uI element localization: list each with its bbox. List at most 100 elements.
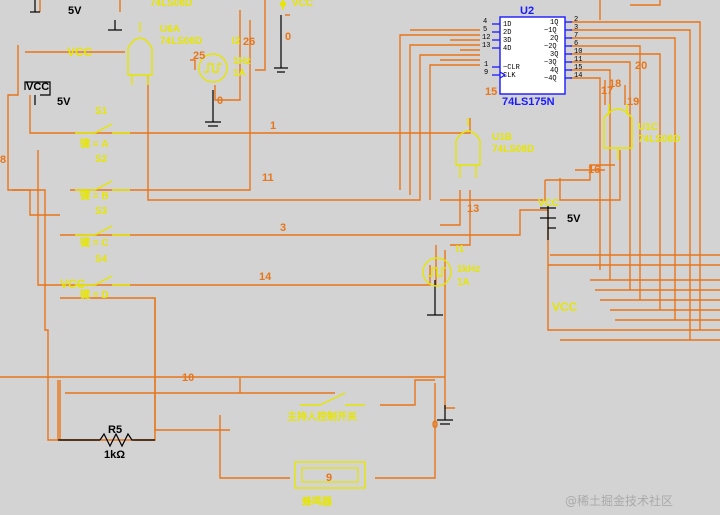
net-label: 14 — [259, 271, 272, 283]
clock-source-b: 1kHz 1A I1 — [422, 244, 480, 288]
net-label: 0 — [217, 95, 223, 107]
clock-a-amp: 1A — [233, 68, 246, 79]
vcc-right: VCC 5V — [538, 198, 581, 225]
resistor-r5: R5 1kΩ — [99, 424, 135, 461]
host-switch: 主持人控制开关 — [287, 392, 365, 423]
u6a-part: 74LS08D — [160, 36, 202, 47]
vcc-box: VCC 5V — [26, 81, 71, 108]
u2-chip: U2 74LS175N 1D 2D 3D 4D ~CLR CLK 4 5 12 … — [482, 5, 582, 108]
u2-pinnum: 6 — [574, 40, 578, 48]
clock-source-a: 1Hz 1A I2 — [198, 36, 251, 83]
switch-s2: S2 键 = B — [75, 154, 130, 202]
clock-b-freq: 1kHz — [457, 264, 480, 275]
u2-pin-n4q: ~4Q — [544, 75, 557, 83]
host-switch-label: 主持人控制开关 — [287, 410, 357, 423]
net-label: 1 — [270, 120, 276, 132]
top-supply: 5V — [68, 5, 82, 17]
net-label: 0 — [432, 419, 438, 431]
vcc-box-voltage: 5V — [57, 96, 71, 108]
net-label: 3 — [280, 222, 286, 234]
net-label: 25 — [193, 50, 205, 62]
u2-body — [499, 16, 566, 95]
u2-pinnum: 3 — [574, 24, 578, 32]
net-label: 13 — [467, 203, 479, 215]
net-label: 10 — [182, 372, 194, 384]
u2-pin-2q: 2Q — [550, 35, 558, 43]
u6a-ref: U6A — [160, 24, 180, 35]
u2-pin-n3q: ~3Q — [544, 59, 557, 67]
net-labels: 25 26 0 0 1 11 3 14 13 15 16 17 18 19 20… — [0, 31, 647, 484]
u2-pinnum: 13 — [482, 42, 490, 50]
buzzer: 蜂鸣器 — [294, 461, 366, 508]
vcc-top-partial: VCC — [280, 0, 313, 10]
net-label: 8 — [0, 154, 6, 166]
net-label: 20 — [635, 60, 647, 72]
wires — [0, 0, 720, 479]
vcc-left-label: VCC — [67, 45, 93, 59]
switch-s1-ref: S1 — [95, 106, 108, 117]
black-wires — [24, 0, 556, 441]
gate-top-partial-label: 74LS08D — [150, 0, 192, 9]
u2-pinnum: 2 — [574, 16, 578, 24]
net-label: 15 — [485, 86, 497, 98]
switch-s1: S1 键 = A — [75, 106, 130, 150]
vcc-right-label: VCC — [538, 198, 559, 209]
u2-pin-1d: 1D — [503, 21, 511, 29]
u2-pinnum: 15 — [574, 64, 582, 72]
u1b-part: 74LS08D — [492, 144, 534, 155]
switch-s4: S4 键 = D — [75, 254, 130, 301]
gate-u1c: U1C 74LS08D — [603, 104, 680, 160]
u2-pinnum: 7 — [574, 32, 578, 40]
switch-s3-ref: S3 — [95, 206, 108, 217]
vcc-bottom-right-label: VCC — [552, 300, 578, 314]
net-label: 19 — [627, 96, 639, 108]
net-label: 16 — [588, 164, 600, 176]
switch-s4-ref: S4 — [95, 254, 108, 265]
u1c-ref: U1C — [638, 122, 658, 133]
u1c-part: 74LS08D — [638, 134, 680, 145]
u2-pinnum: 5 — [483, 26, 487, 34]
net-label: 11 — [262, 172, 274, 184]
switch-s2-ref: S2 — [95, 154, 108, 165]
u2-pinnum: 4 — [483, 18, 487, 26]
switch-s2-key: 键 = B — [79, 189, 109, 202]
clock-a-ref: I2 — [232, 36, 241, 47]
buzzer-label: 蜂鸣器 — [302, 495, 333, 508]
u2-part: 74LS175N — [502, 96, 555, 108]
u2-pin-3d: 3D — [503, 37, 511, 45]
u2-pin-2d: 2D — [503, 29, 511, 37]
vcc-box-label: VCC — [26, 81, 49, 93]
net-label: 26 — [243, 36, 255, 48]
vcc-top-partial-label: VCC — [292, 0, 313, 9]
switch-s3-key: 键 = C — [79, 236, 109, 249]
switch-s1-key: 键 = A — [79, 137, 109, 150]
net-label: 18 — [609, 78, 621, 90]
u2-pinnum: 10 — [574, 48, 582, 56]
net-label: 9 — [326, 472, 332, 484]
u1b-ref: U1B — [492, 132, 512, 143]
net-label: 17 — [601, 85, 613, 97]
vcc-bottom-left-label: VCC — [60, 277, 86, 291]
u2-pinnum: 9 — [484, 69, 488, 77]
u2-pin-4q: 4Q — [550, 67, 558, 75]
switch-s4-key: 键 = D — [79, 288, 109, 301]
u2-pin-clk: CLK — [503, 72, 516, 80]
gate-u1b: U1B 74LS08D — [455, 118, 534, 178]
u2-pinnum: 12 — [482, 34, 490, 42]
vcc-right-voltage: 5V — [567, 213, 581, 225]
u2-pinnum: 14 — [574, 72, 582, 80]
clock-b-amp: 1A — [457, 277, 470, 288]
u2-pin-clr: ~CLR — [503, 64, 521, 72]
u2-pin-4d: 4D — [503, 45, 511, 53]
top-supply-voltage: 5V — [68, 5, 82, 17]
u2-pinnum: 11 — [574, 56, 582, 64]
r5-ref: R5 — [108, 424, 122, 436]
u2-pin-n2q: ~2Q — [544, 43, 557, 51]
u2-pin-n1q: ~1Q — [544, 27, 557, 35]
u2-pin-1q: 1Q — [550, 19, 558, 27]
u2-pin-3q: 3Q — [550, 51, 558, 59]
u2-ref: U2 — [520, 5, 534, 17]
u2-pinnum: 1 — [484, 61, 488, 69]
